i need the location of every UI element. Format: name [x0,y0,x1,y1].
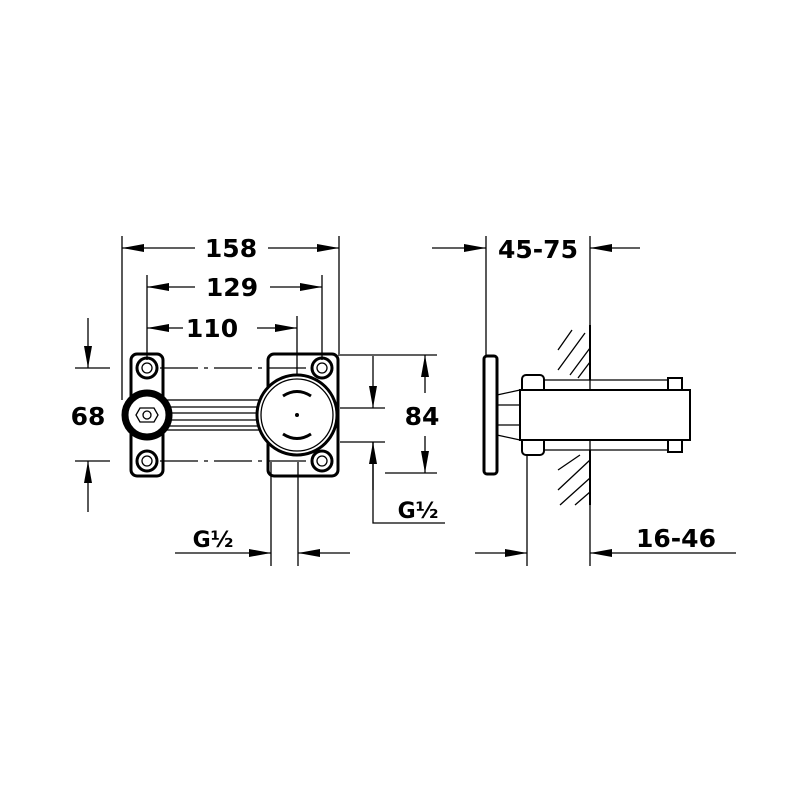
thread-right-label: G½ [398,499,439,524]
body-tube [519,389,691,441]
dim-110: 110 [147,314,297,343]
dim-110-label: 110 [186,314,238,343]
wall-hatching [557,329,591,506]
flange [482,354,499,476]
dim-thread-right: G½ [340,356,445,524]
dim-16-46: 16-46 [475,455,736,566]
dim-68: 68 [71,318,110,512]
dim-129: 129 [147,273,322,302]
dim-158: 158 [122,234,339,263]
front-view: 158 129 110 68 [71,234,445,566]
left-fitting [121,389,173,441]
connecting-bar [164,399,266,431]
dim-84: 84 [340,354,440,474]
dim-84-label: 84 [405,402,440,431]
dim-129-label: 129 [206,273,258,302]
bolt-icon [135,356,334,473]
dim-16-46-label: 16-46 [636,524,716,553]
side-view: 45-75 16-46 [432,235,736,566]
dim-158-label: 158 [205,234,257,263]
sleeve [525,379,683,451]
dim-45-75: 45-75 [432,235,640,566]
thread-bottom-label: G½ [193,528,234,553]
dim-68-label: 68 [71,402,106,431]
dim-thread-bottom: G½ [175,462,350,566]
dim-45-75-label: 45-75 [498,235,578,264]
valve-body [255,373,339,457]
